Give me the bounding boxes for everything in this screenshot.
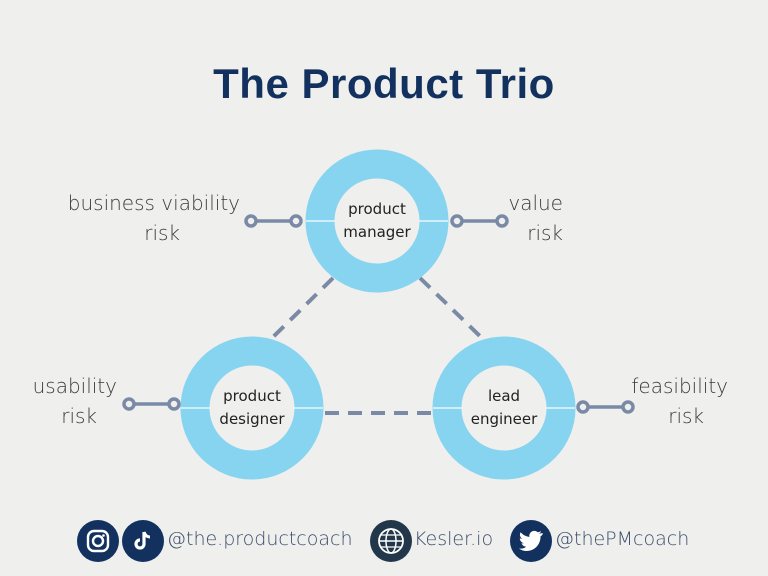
node-label: product	[348, 200, 406, 218]
risk-label: risk	[668, 404, 704, 428]
connector-business	[244, 214, 303, 228]
risk-feasibility: feasibility risk	[620, 371, 728, 431]
risk-value: value risk	[500, 188, 563, 248]
connector-usability	[122, 397, 181, 411]
globe-icon[interactable]	[370, 520, 412, 562]
node-product-designer: product designer	[202, 385, 302, 431]
dashed-link-pm-le	[418, 276, 486, 342]
node-label: product	[223, 387, 281, 405]
connector-value	[450, 214, 509, 228]
website-link[interactable]: Kesler.io	[414, 528, 494, 550]
twitter-icon[interactable]	[510, 520, 552, 562]
risk-label: usability	[32, 374, 117, 398]
twitter-handle[interactable]: @thePMcoach	[555, 528, 690, 550]
risk-label: risk	[527, 221, 563, 245]
page-title: The Product Trio	[213, 60, 555, 107]
node-label: designer	[219, 410, 285, 428]
node-lead-engineer: lead engineer	[454, 385, 554, 431]
instagram-icon[interactable]	[77, 520, 119, 562]
dashed-link-pm-pd	[268, 276, 335, 342]
risk-label: feasibility	[631, 374, 728, 398]
tiktok-icon[interactable]	[122, 520, 164, 562]
instagram-tiktok-handle[interactable]: @the.productcoach	[167, 528, 353, 550]
connector-feasibility	[576, 400, 635, 414]
node-label: engineer	[470, 410, 538, 428]
risk-business-viability: business viability risk	[20, 188, 240, 248]
risk-label: risk	[61, 404, 97, 428]
node-label: manager	[343, 223, 411, 241]
risk-usability: usability risk	[20, 371, 117, 431]
node-label: lead	[487, 387, 521, 405]
risk-label: value	[508, 191, 563, 215]
risk-label: risk	[144, 221, 180, 245]
risk-label: business viability	[67, 191, 240, 215]
node-product-manager: product manager	[327, 198, 427, 244]
